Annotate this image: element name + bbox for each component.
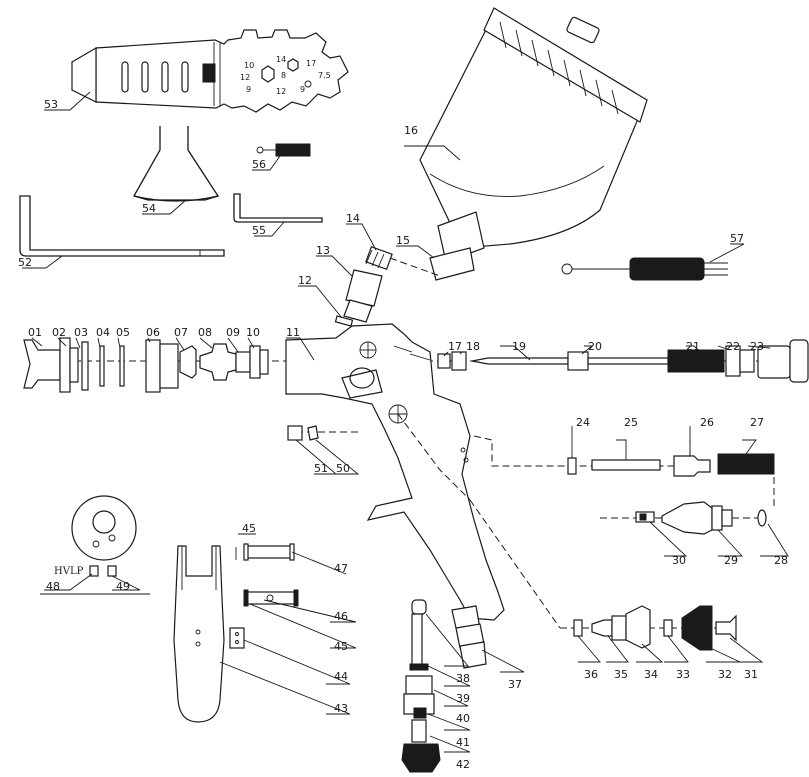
callout-52: 52 — [18, 256, 32, 269]
callout-12: 12 — [298, 274, 312, 287]
callout-55: 55 — [252, 224, 266, 237]
part-43-trigger — [173, 545, 225, 723]
callout-10: 10 — [246, 326, 260, 339]
part-37-air-inlet — [451, 605, 487, 669]
callout-37: 37 — [508, 678, 522, 691]
callout-31: 31 — [744, 668, 758, 681]
parts-50-51-screws — [287, 425, 360, 441]
part-16-paint-cup — [419, 7, 648, 281]
callout-17: 17 — [448, 340, 462, 353]
parts-45-47-pins — [235, 543, 299, 607]
callout-46: 46 — [334, 610, 348, 623]
callout-40: 40 — [456, 712, 470, 725]
callout-45b: 45 — [334, 640, 348, 653]
callout-05: 05 — [116, 326, 130, 339]
wrench-size-12: 12 — [240, 73, 250, 82]
callout-33: 33 — [676, 668, 690, 681]
callout-24: 24 — [576, 416, 590, 429]
part-52-hex-key — [19, 195, 225, 257]
callout-41: 41 — [456, 736, 470, 749]
callout-01: 01 — [28, 326, 42, 339]
callout-39: 39 — [456, 692, 470, 705]
callout-53: 53 — [44, 98, 58, 111]
callout-23: 23 — [750, 340, 764, 353]
callout-04: 04 — [96, 326, 110, 339]
callout-08: 08 — [198, 326, 212, 339]
hvlp-label: HVLP — [54, 566, 84, 577]
callout-13: 13 — [316, 244, 330, 257]
part-53-wrench: 10 14 17 7.5 12 8 9 12 9 — [71, 29, 349, 113]
callout-42: 42 — [456, 758, 470, 771]
callout-16: 16 — [404, 124, 418, 137]
callout-36: 36 — [584, 668, 598, 681]
callout-21: 21 — [686, 340, 700, 353]
callout-09: 09 — [226, 326, 240, 339]
wrench-size-17: 17 — [306, 59, 316, 68]
callout-labels: 01 02 03 04 05 06 07 08 09 10 11 12 13 1… — [18, 98, 788, 771]
part-57-cleaning-brush — [561, 257, 728, 281]
parts-28-30-fluid-valve — [600, 466, 775, 535]
parts-24-27-valve-assembly — [567, 453, 775, 477]
wrench-size-9b: 9 — [300, 85, 305, 94]
callout-28: 28 — [774, 554, 788, 567]
wrench-size-12b: 12 — [276, 87, 286, 96]
callout-02: 02 — [52, 326, 66, 339]
parts-17-23-needle-assembly — [437, 339, 809, 383]
wrench-size-8: 8 — [281, 71, 286, 80]
part-44-plate — [229, 627, 245, 649]
callout-57: 57 — [730, 232, 744, 245]
wrench-size-9: 9 — [246, 85, 251, 94]
part-11-gun-body — [285, 323, 691, 621]
callout-35: 35 — [614, 668, 628, 681]
callout-44: 44 — [334, 670, 348, 683]
parts-48-49-nozzle-plate: HVLP — [40, 495, 150, 595]
part-55-hex-key — [233, 193, 323, 223]
callout-49: 49 — [116, 580, 130, 593]
callout-32: 32 — [718, 668, 732, 681]
wrench-size-7-5: 7.5 — [318, 71, 331, 80]
wrench-size-14: 14 — [276, 55, 286, 64]
callout-38: 38 — [456, 672, 470, 685]
callout-19: 19 — [512, 340, 526, 353]
callout-20: 20 — [588, 340, 602, 353]
callout-34: 34 — [644, 668, 658, 681]
wrench-size-10: 10 — [244, 61, 254, 70]
callout-56: 56 — [252, 158, 266, 171]
parts-01-10-air-cap-assembly — [23, 337, 269, 393]
callout-27: 27 — [750, 416, 764, 429]
callout-51: 51 — [314, 462, 328, 475]
callout-45a: 45 — [242, 522, 256, 535]
callout-07: 07 — [174, 326, 188, 339]
callout-26: 26 — [700, 416, 714, 429]
part-56-brush — [256, 143, 311, 157]
callout-48: 48 — [46, 580, 60, 593]
callout-18: 18 — [466, 340, 480, 353]
callout-06: 06 — [146, 326, 160, 339]
part-54-stand — [133, 126, 220, 202]
callout-54: 54 — [142, 202, 156, 215]
callout-11: 11 — [286, 326, 300, 339]
callout-03: 03 — [74, 326, 88, 339]
callout-15: 15 — [396, 234, 410, 247]
parts-38-42-air-regulator — [401, 599, 441, 773]
callout-50: 50 — [336, 462, 350, 475]
callout-43: 43 — [334, 702, 348, 715]
callout-29: 29 — [724, 554, 738, 567]
callout-14: 14 — [346, 212, 360, 225]
parts-31-36-pattern-control — [469, 499, 737, 651]
leader-lines — [22, 91, 789, 753]
callout-30: 30 — [672, 554, 686, 567]
callout-25: 25 — [624, 416, 638, 429]
callout-47: 47 — [334, 562, 348, 575]
callout-22: 22 — [726, 340, 740, 353]
part-13-14-cup-adapter — [334, 245, 441, 327]
